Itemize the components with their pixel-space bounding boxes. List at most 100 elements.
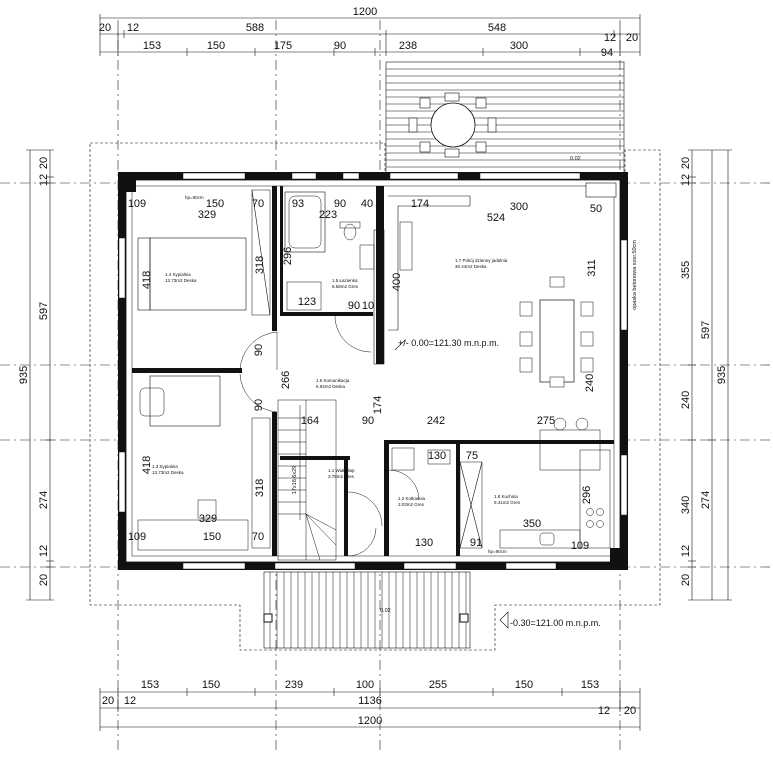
interior-dim-label: 242 xyxy=(427,415,445,427)
dim-top-r3-1: 150 xyxy=(207,40,225,52)
room-1-7-name: Pokój dzienny jadalnia xyxy=(463,258,508,263)
dim-top-r3-2: 175 xyxy=(274,40,292,52)
room-1-5-name: Łazienka xyxy=(340,278,359,283)
interior-dim-label: 130 xyxy=(415,537,433,549)
svg-text:1.5 Łazienka: 1.5 Łazienka xyxy=(332,278,358,283)
room-1-6-name: Komunikacja xyxy=(324,378,350,383)
dim-right-a3: 240 xyxy=(680,391,692,409)
interior-dim-label: 164 xyxy=(301,415,319,427)
interior-dim-label: 70 xyxy=(252,531,264,543)
interior-dim-label: 91 xyxy=(470,537,482,549)
room-1-4-area: 13.73m2 xyxy=(165,278,183,283)
dim-bot-r2-3: 12 xyxy=(598,705,610,717)
dim-left-2: 597 xyxy=(38,302,50,320)
dims-right: 20 12 355 240 340 12 20 597 274 935 xyxy=(680,149,732,601)
dim-right-a6: 20 xyxy=(680,574,692,586)
furniture xyxy=(137,189,611,551)
interior-dim-label: 40 xyxy=(361,198,373,210)
dim-left-4: 12 xyxy=(38,545,50,557)
room-1-3-number: 1.3 xyxy=(152,464,159,469)
interior-dim-label: 223 xyxy=(319,209,337,221)
dim-right-a2: 355 xyxy=(680,261,692,279)
dim-bot-r2-1: 12 xyxy=(124,695,136,707)
dim-top-r2-5: 20 xyxy=(626,32,638,44)
dims-top: 1200 20 12 588 548 12 20 153 150 175 90 … xyxy=(99,6,641,59)
room-1-7-area: 30.44m2 xyxy=(455,264,473,269)
svg-text:6.58m2 Gres: 6.58m2 Gres xyxy=(332,284,359,289)
interior-dim-label: 10 xyxy=(362,300,374,312)
interior-dim-label: 109 xyxy=(128,198,146,210)
dim-right-b0: 597 xyxy=(700,321,712,339)
room-1-8-floor: Gres xyxy=(510,500,521,505)
dim-right-b1: 274 xyxy=(700,491,712,509)
terrace-table xyxy=(408,92,497,158)
dim-bot-r3-0: 1200 xyxy=(358,715,382,727)
room-1-1-floor: Gres xyxy=(344,474,355,479)
interior-dim-label: 311 xyxy=(586,259,598,277)
dim-top-r2-4: 12 xyxy=(604,32,616,44)
interior-dim-label: 329 xyxy=(199,513,217,525)
dim-right-a0: 20 xyxy=(680,157,692,169)
interior-dim-label: 300 xyxy=(510,201,528,213)
svg-text:9.41m2 Gres: 9.41m2 Gres xyxy=(494,500,521,505)
dim-left-5: 20 xyxy=(38,574,50,586)
interior-dim-label: 75 xyxy=(466,450,478,462)
zero-level: +/- 0.00=121.30 m.n.p.m. xyxy=(398,338,499,348)
dim-bot-r1-5: 150 xyxy=(515,679,533,691)
room-1-8-name: Kuchnia xyxy=(502,494,519,499)
interior-dim-label: 93 xyxy=(292,198,304,210)
dim-top-r3-0: 153 xyxy=(143,40,161,52)
interior-dim-label: 90 xyxy=(253,344,265,356)
room-1-4-number: 1.4 xyxy=(165,272,172,277)
dim-top-r2-0: 20 xyxy=(99,22,111,34)
room-1-1-name: Wiatrołap xyxy=(336,468,356,473)
interior-dim-label: 418 xyxy=(141,271,153,289)
interior-dim-label: 130 xyxy=(428,450,446,462)
svg-text:1.1 Wiatrołap: 1.1 Wiatrołap xyxy=(328,468,355,473)
dim-top-r2-1: 12 xyxy=(127,22,139,34)
interior-dim-label: 50 xyxy=(590,203,602,215)
dim-right-a5: 12 xyxy=(680,545,692,557)
room-1-8-number: 1.8 xyxy=(494,494,501,499)
room-1-4-floor: Deska xyxy=(184,278,197,283)
room-1-6-number: 1.6 xyxy=(316,378,323,383)
terrace: 0.02 xyxy=(385,61,625,181)
interior-dim-label: 318 xyxy=(254,479,266,497)
interior-dim-label: 174 xyxy=(372,396,384,414)
interior-dim-label: 296 xyxy=(282,247,294,265)
svg-text:1.3 Sypialnia: 1.3 Sypialnia xyxy=(152,464,178,469)
parapet-note-1: hp=90cm xyxy=(185,195,204,200)
dim-bot-r2-2: 1136 xyxy=(358,695,382,707)
room-1-3-area: 13.73m2 xyxy=(152,470,170,475)
dims-bottom: 153 150 239 100 255 150 153 20 12 1136 1… xyxy=(99,679,641,731)
room-1-5-number: 1.5 xyxy=(332,278,339,283)
room-1-3-floor: Deska xyxy=(171,470,184,475)
room-1-2-floor: Gres xyxy=(414,502,425,507)
room-1-5-area: 6.58m2 xyxy=(332,284,348,289)
door-swings xyxy=(239,315,420,557)
interior-dim-label: 275 xyxy=(537,415,555,427)
room-1-7-number: 1.7 xyxy=(455,258,462,263)
interior-dim-label: 90 xyxy=(334,198,346,210)
svg-text:1.8 Kuchnia: 1.8 Kuchnia xyxy=(494,494,518,499)
svg-text:3.03m2 Gres: 3.03m2 Gres xyxy=(398,502,425,507)
dim-bot-r1-2: 239 xyxy=(285,679,303,691)
interior-dim-label: 90 xyxy=(253,399,265,411)
porch-slope: 0.02 xyxy=(380,608,391,614)
dim-bot-r1-0: 153 xyxy=(141,679,159,691)
room-1-6-area: 6.92m2 xyxy=(316,384,332,389)
room-1-5-floor: Gres xyxy=(348,284,359,289)
dim-right-a1: 12 xyxy=(680,174,692,186)
dim-left-1: 12 xyxy=(38,174,50,186)
dims-left: 935 20 12 597 274 12 20 xyxy=(18,149,54,601)
entry-level: -0.30=121.00 m.n.p.m. xyxy=(510,618,601,628)
room-1-7-floor: Deska xyxy=(474,264,487,269)
interior-dim-label: 524 xyxy=(487,212,505,224)
dim-right-outer: 935 xyxy=(716,366,728,384)
room-1-8-area: 9.41m2 xyxy=(494,500,510,505)
dim-bot-r1-6: 153 xyxy=(581,679,599,691)
svg-text:13.73m2 Deska: 13.73m2 Deska xyxy=(165,278,197,283)
room-1-2-number: 1.2 xyxy=(398,496,405,501)
